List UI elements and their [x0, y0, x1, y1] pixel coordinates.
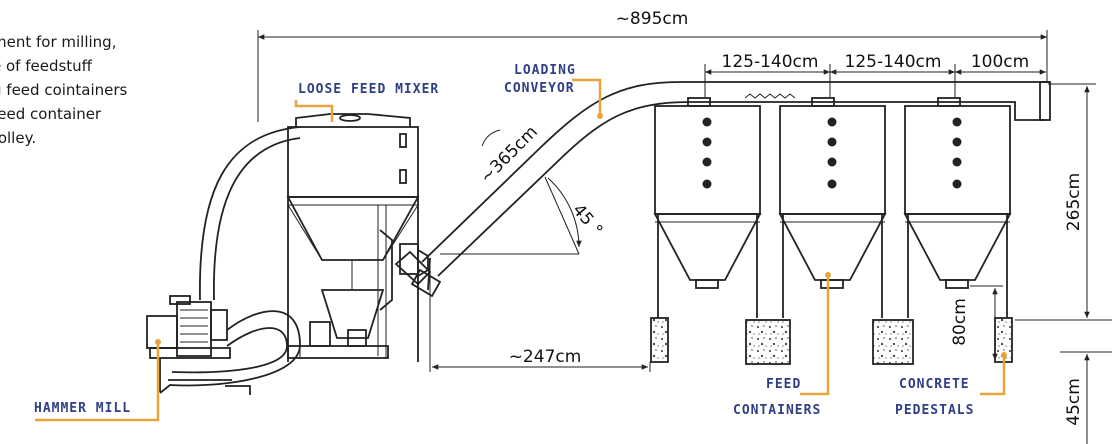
mill-feed-pipe [199, 126, 301, 301]
horizontal-distance-label: ~247cm [509, 347, 582, 367]
loading-conveyor: 45 ° ~365cm [410, 81, 1051, 298]
loose-feed-mixer [286, 113, 432, 362]
spacing-1-label: 125-140cm [722, 52, 819, 72]
spacing-3-label: 100cm [971, 52, 1029, 72]
horizontal-distance-dimension: ~247cm [429, 266, 651, 372]
concrete-pedestals-label-2: PEDESTALS [895, 403, 974, 418]
loading-conveyor-label-2: CONVEYOR [504, 81, 575, 96]
concrete-pedestal [745, 319, 791, 365]
feed-containers [653, 105, 1012, 318]
total-length-dimension: ~895cm [257, 9, 1048, 122]
base-height-label: 45cm [1064, 378, 1084, 426]
loading-conveyor-label-1: LOADING [514, 63, 576, 78]
description-line: ment for milling, [0, 33, 117, 51]
feed-container [903, 105, 1012, 318]
hammer-mill-leader [35, 342, 160, 422]
feed-containers-label-1: FEED [766, 377, 801, 392]
description-line: e of feedstuff [0, 57, 93, 75]
description-line: feed container [0, 105, 102, 123]
conveyor-leader [572, 78, 602, 116]
spacing-dimensions: 125-140cm 125-140cm 100cm [704, 52, 1046, 97]
concrete-pedestals [650, 317, 1013, 365]
concrete-pedestals-leader [980, 355, 1006, 396]
callouts: LOOSE FEED MIXER LOADING CONVEYOR HAMMER… [34, 63, 1007, 422]
description-text: ment for milling, e of feedstuff g feed … [0, 30, 175, 150]
total-length-label: ~895cm [616, 9, 689, 29]
angle-label: 45 ° [568, 200, 606, 240]
description-line: g feed cointainers [0, 81, 128, 99]
hammer-mill [146, 295, 301, 395]
height-dimensions: 265cm 80cm 45cm [950, 83, 1112, 444]
feed-containers-label-2: CONTAINERS [733, 403, 821, 418]
feed-container [653, 105, 762, 318]
concrete-pedestals-label-1: CONCRETE [899, 377, 970, 392]
feed-containers-leader [800, 275, 830, 396]
concrete-pedestal [650, 317, 669, 363]
height-total-label: 265cm [1064, 173, 1084, 231]
feed-container [778, 105, 887, 318]
mixer-leader [294, 100, 334, 122]
concrete-pedestal [872, 319, 914, 365]
hammer-mill-label: HAMMER MILL [34, 401, 131, 416]
spacing-2-label: 125-140cm [845, 52, 942, 72]
pedestal-height-label: 80cm [950, 298, 970, 346]
loose-feed-mixer-label: LOOSE FEED MIXER [298, 82, 439, 97]
